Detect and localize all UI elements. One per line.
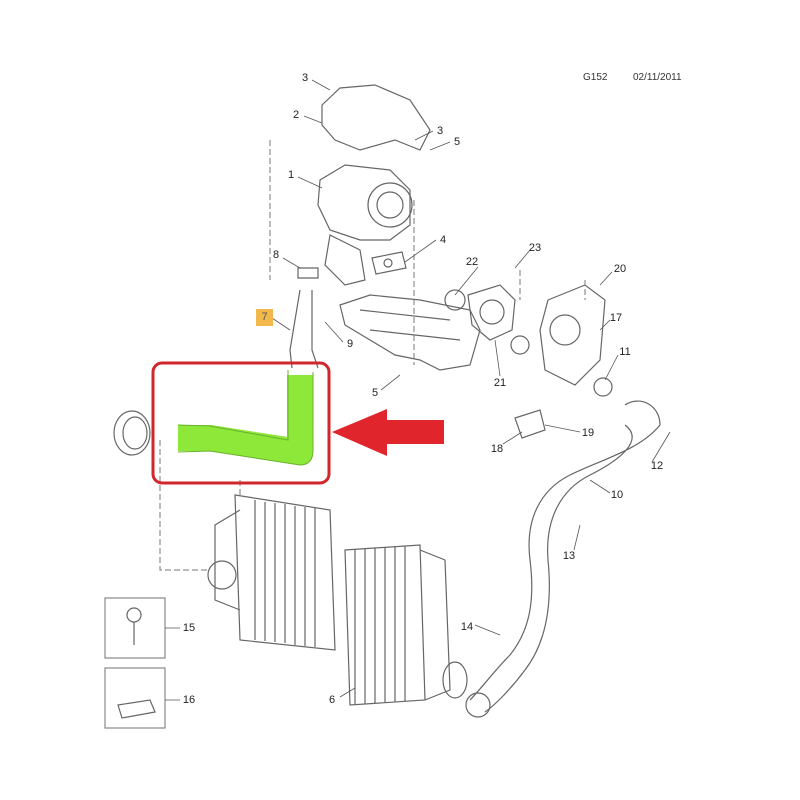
highlight-frame [151,361,331,485]
callout: 10 [610,489,624,501]
diagram-date: 02/11/2011 [633,72,682,83]
leader-dashes [159,140,586,571]
callout: 23 [528,242,542,254]
callout: 5 [453,136,461,148]
callout: 5 [371,387,379,399]
diagram-code: G152 [583,72,608,83]
callout: 16 [182,694,196,706]
callout: 4 [439,234,447,246]
callout: 6 [328,694,336,706]
callout: 14 [460,621,474,633]
callout: 3 [436,125,444,137]
callout: 2 [292,109,300,121]
callout: 21 [493,377,507,389]
red-arrow [332,409,444,456]
callout: 18 [490,443,504,455]
callout: 3 [301,72,309,84]
callout: 8 [272,249,280,261]
callout: 15 [182,622,196,634]
leader-lines [165,79,671,701]
callout: 20 [613,263,627,275]
callout: 13 [562,550,576,562]
callout: 11 [619,346,631,358]
callout: 17 [609,312,623,324]
callout: 22 [465,256,479,268]
engine-parts [104,84,661,729]
callout: 12 [650,460,664,472]
callout: 9 [346,338,354,350]
highlighted-hose[interactable] [178,375,313,465]
part-tag-7[interactable]: 7 [256,309,273,326]
callout: 19 [581,427,595,439]
callout: 1 [287,169,295,181]
